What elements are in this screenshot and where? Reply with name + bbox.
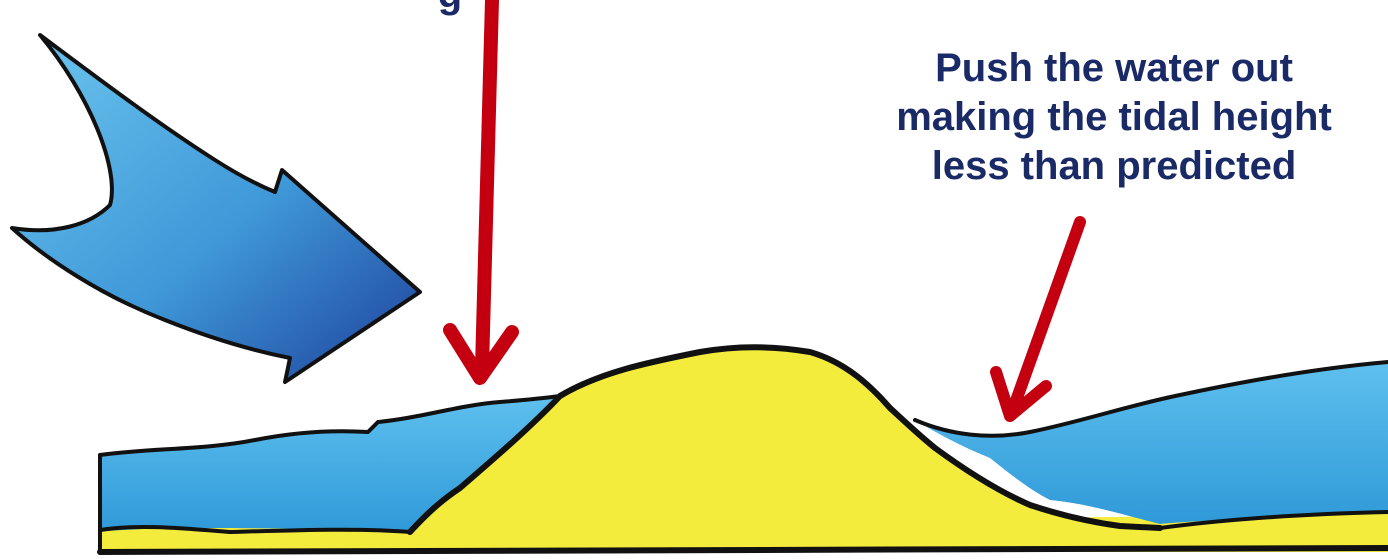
right-annotation: Push the water out making the tidal heig… [840, 44, 1388, 190]
left-annotation-text: g [438, 0, 462, 16]
right-annotation-line-3: less than predicted [840, 142, 1388, 191]
right-annotation-line-2: making the tidal height [840, 93, 1388, 142]
red-pointer-arrow-icon [450, 0, 512, 378]
wind-arrow-icon [12, 35, 420, 382]
red-pointer-arrow-icon [996, 222, 1080, 416]
left-annotation: g [0, 0, 900, 19]
right-annotation-line-1: Push the water out [840, 44, 1388, 93]
